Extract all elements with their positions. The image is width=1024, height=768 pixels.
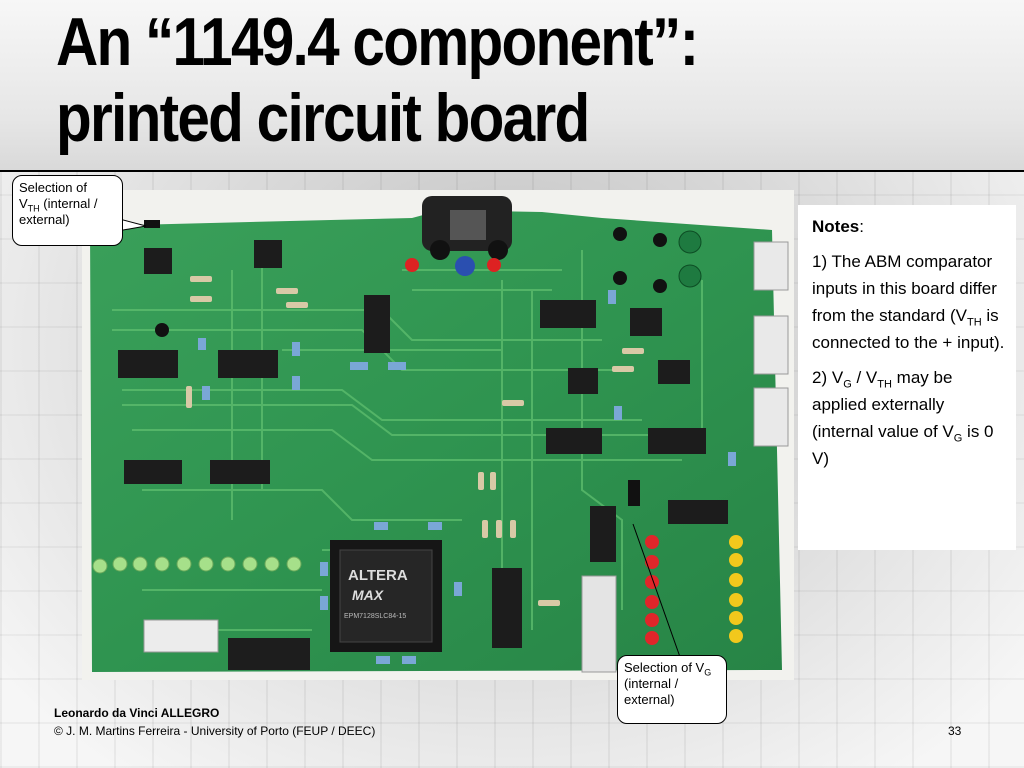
vg-jumper <box>628 480 640 506</box>
electrolytic-cap-top <box>678 230 702 254</box>
bottom-left-connector <box>143 619 219 653</box>
vg-callout-text: Selection of V <box>624 660 705 675</box>
regulator-tab <box>450 210 486 240</box>
ic-chips <box>118 240 728 648</box>
title-divider <box>0 170 1024 172</box>
note-2-text-c: may be applied externally (internal valu… <box>812 368 954 441</box>
background-top-band <box>0 0 1024 170</box>
vg-selection-callout: Selection of VG (internal / external) <box>617 655 727 724</box>
vth-callout-line-1: Selection of <box>19 180 87 195</box>
note-2-text-d: is 0 V) <box>812 422 994 468</box>
cpld-part-label: EPM7128SLC84-15 <box>344 613 406 620</box>
notes-heading-colon: : <box>859 217 864 236</box>
power-led-left <box>405 258 419 272</box>
vth-callout-v: V <box>19 196 28 211</box>
vg-callout-subscript: G <box>704 667 712 678</box>
regulator-cap-left <box>430 240 450 260</box>
jtag-header <box>228 638 310 670</box>
footer-copyright: © J. M. Martins Ferreira - University of… <box>54 724 376 738</box>
note-2-sub-c: G <box>953 432 963 445</box>
page-number: 33 <box>948 724 962 738</box>
vth-callout-rest: (internal / external) <box>19 196 98 227</box>
note-2-text-a: 2) V <box>812 368 844 387</box>
power-led-right <box>487 258 501 272</box>
pcb-photo: ALTERA MAX EPM7128SLC84-15 <box>82 190 794 680</box>
note-1: 1) The ABM comparator inputs in this boa… <box>812 248 1010 356</box>
note-2: 2) VG / VTH may be applied externally (i… <box>812 364 1010 472</box>
capacitors <box>198 290 736 664</box>
trimmer-pot <box>455 256 475 276</box>
title-line-2: printed circuit board <box>56 80 590 156</box>
note-2-sub-b: TH <box>877 378 892 391</box>
green-led-row <box>92 556 302 574</box>
note-1-text: 1) The ABM comparator inputs in this boa… <box>812 252 997 325</box>
yellow-led-column <box>729 535 743 643</box>
altera-brand-label: ALTERA <box>348 567 408 584</box>
vth-jumper <box>144 220 160 228</box>
notes-heading-line: Notes: <box>812 213 1010 240</box>
note-1-text-end: is connected to the + input). <box>812 306 1005 352</box>
resistors <box>186 276 644 606</box>
altera-cpld-die <box>339 549 433 643</box>
ribbon-connector <box>581 575 617 673</box>
footer-author: Leonardo da Vinci ALLEGRO <box>54 706 220 720</box>
note-2-text-b: / V <box>851 368 878 387</box>
regulator-cap-right <box>488 240 508 260</box>
title-line-1: An “1149.4 component”: <box>56 4 699 80</box>
max-label: MAX <box>352 587 385 603</box>
electrolytic-cap-bottom <box>678 264 702 288</box>
notes-heading: Notes <box>812 217 860 236</box>
notes-panel: Notes: 1) The ABM comparator inputs in t… <box>798 205 1016 550</box>
note-1-subscript: TH <box>966 316 982 329</box>
transistors <box>155 227 667 337</box>
slide-title: An “1149.4 component”:printed circuit bo… <box>56 4 699 156</box>
right-connectors <box>753 241 789 447</box>
vg-callout-rest: (internal / external) <box>624 676 679 707</box>
note-2-sub-a: G <box>843 378 852 391</box>
vth-callout-subscript: TH <box>27 203 40 214</box>
